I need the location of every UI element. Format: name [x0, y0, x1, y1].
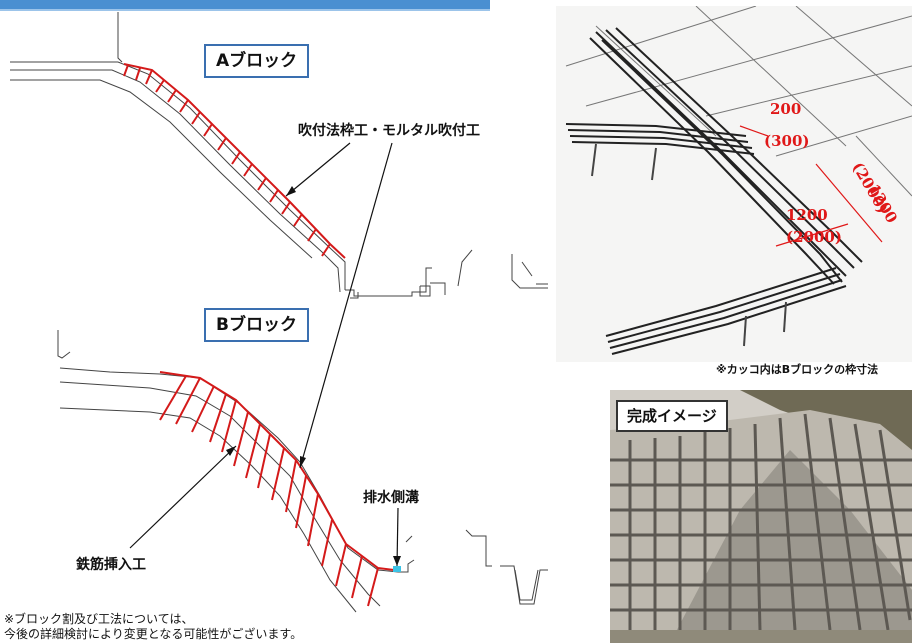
dimension-lines: [739, 125, 883, 247]
dim-1200-left: 1200: [786, 206, 828, 224]
dim-2000-left: (2000): [786, 228, 842, 246]
header-bar-underline: [0, 9, 490, 11]
section-b-frame: [159, 371, 395, 607]
drain-callout: 排水側溝: [363, 490, 419, 506]
dimension-text: 200 (300) 1200 (2000) 1200 (2000): [764, 100, 901, 246]
rebar-beam-cross-1: [565, 123, 755, 155]
dim-300: (300): [764, 132, 810, 150]
frame-3d-drawing: 200 (300) 1200 (2000) 1200 (2000): [556, 6, 912, 362]
section-a-profile: [10, 12, 548, 299]
background-grid: [565, 6, 912, 197]
completion-photo: [610, 390, 912, 643]
rebar-beam-cross-2: [605, 267, 847, 355]
frame-3d-svg: 200 (300) 1200 (2000) 1200 (2000): [565, 6, 912, 355]
rebar-callout: 鉄筋挿入工: [76, 557, 146, 573]
block-a-label: Aブロック: [204, 44, 310, 78]
rebar-beam-main: [589, 27, 863, 285]
header-bar: [0, 0, 490, 9]
footnote-line-1: ※ブロック割及び工法については、: [4, 612, 194, 626]
anchor-bolts: [591, 143, 787, 347]
method-callout: 吹付法枠工・モルタル吹付工: [298, 123, 480, 139]
leader-arrowheads: [226, 186, 401, 566]
cross-section-drawings: [10, 12, 548, 613]
dimension-note: ※カッコ内はBブロックの枠寸法: [716, 363, 879, 376]
footnote-line-2: 今後の詳細検討により変更となる可能性がございます。: [4, 627, 303, 641]
photo-frame-grid: [610, 413, 912, 631]
block-b-label: Bブロック: [204, 308, 309, 342]
leader-lines: [129, 142, 399, 567]
dim-200: 200: [770, 100, 801, 118]
section-a-frame: [123, 63, 346, 259]
completion-image-label: 完成イメージ: [616, 400, 728, 432]
drain-marker: [393, 566, 401, 572]
completion-photo-svg: [610, 390, 912, 643]
footnote: ※ブロック割及び工法については、 今後の詳細検討により変更となる可能性がございま…: [4, 612, 302, 642]
